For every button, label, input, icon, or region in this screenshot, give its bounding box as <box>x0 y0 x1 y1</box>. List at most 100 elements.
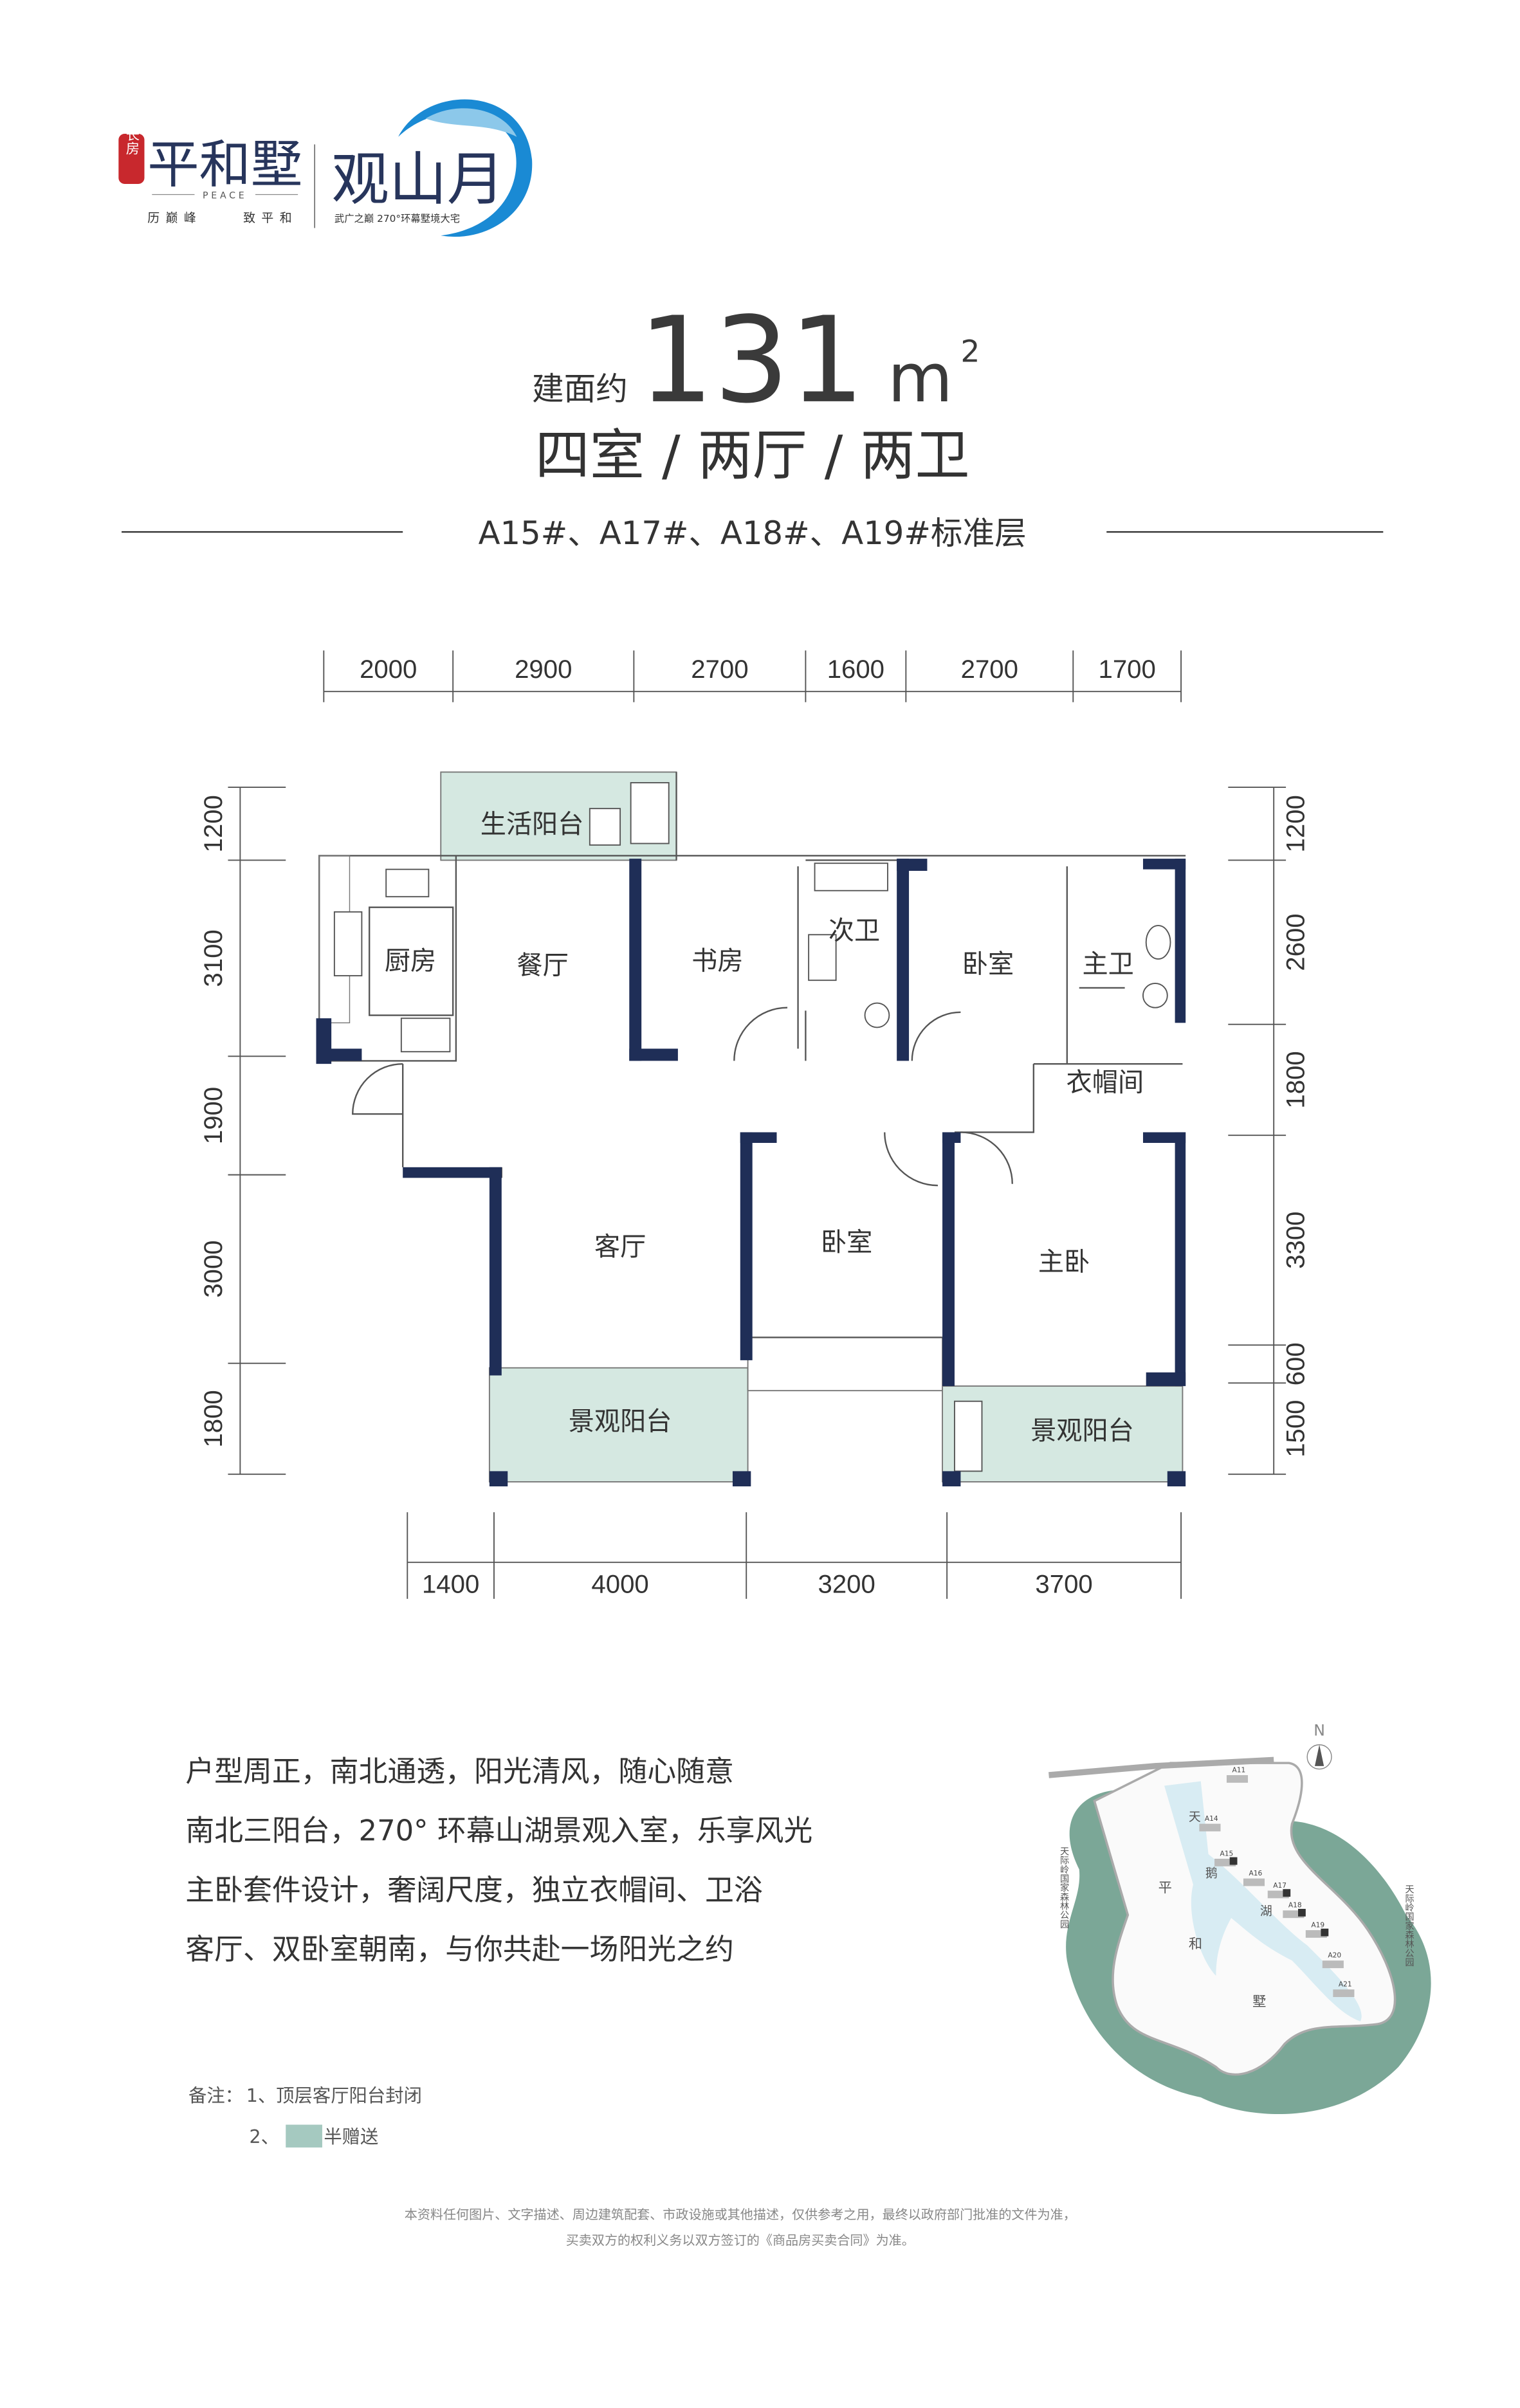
project-tagline: 武广之巅 270°环幕墅境大宅 <box>334 212 460 224</box>
compass-needle-icon <box>1314 1744 1324 1766</box>
map-building-label: A19 <box>1311 1920 1324 1929</box>
dim-label: 3000 <box>199 1240 228 1297</box>
room-label: 卧室 <box>821 1228 872 1257</box>
estate-label: 和 <box>1189 1936 1202 1952</box>
unit-header: 建面约 131 m 2 四室 / 两厅 / 两卫 A15#、A17#、A18#、… <box>122 292 1384 552</box>
slogan-right: 致平和 <box>243 211 298 225</box>
park-label-right: 天际岭国家森林公园 <box>1404 1884 1415 1967</box>
map-building-label: A18 <box>1288 1901 1302 1910</box>
dim-label: 3300 <box>1281 1212 1310 1269</box>
slogan-left: 历巅峰 <box>147 211 202 225</box>
map-building <box>1305 1930 1327 1938</box>
toilet-icon <box>808 934 837 981</box>
map-building <box>1199 1823 1221 1832</box>
basin-icon <box>864 1002 890 1028</box>
area-unit: m <box>888 339 953 417</box>
note-2-prefix: 2、 <box>250 2126 279 2148</box>
note-1: 1、顶层客厅阳台封闭 <box>246 2085 422 2106</box>
dim-label: 1400 <box>422 1569 479 1598</box>
site-map: N 天 鹅 湖 平 和 墅 天际岭国家森林公园 天际岭国家森林公园 A11A14… <box>1048 1722 1431 2115</box>
estate-label: 墅 <box>1252 1994 1266 2010</box>
feature-line: 南北三阳台，270° 环幕山湖景观入室，乐享风光 <box>185 1814 812 1848</box>
washer-icon <box>589 808 621 846</box>
disclaimer-line-1: 本资料任何图片、文字描述、周边建筑配套、市政设施或其他描述，仅供参考之用，最终以… <box>405 2207 1076 2222</box>
swan-lake <box>1164 1781 1362 2021</box>
north-label: N <box>1314 1722 1325 1740</box>
brand-name: 平和墅 <box>147 134 302 195</box>
dim-label: 1700 <box>1098 655 1155 684</box>
map-building-label: A14 <box>1205 1814 1218 1823</box>
map-building-label: A17 <box>1273 1881 1287 1890</box>
room-labels: 生活阳台厨房餐厅书房次卫卧室主卫衣帽间客厅卧室主卧景观阳台景观阳台 <box>385 810 1144 1446</box>
map-building <box>1333 1989 1355 1998</box>
area-value: 131 <box>638 292 865 430</box>
basin-icon <box>1142 982 1168 1008</box>
map-building-label: A15 <box>1220 1849 1234 1857</box>
dim-label: 2700 <box>961 655 1018 684</box>
layout-title: 四室 / 两厅 / 两卫 <box>535 424 970 488</box>
notes-label: 备注： <box>188 2085 243 2106</box>
feature-line: 主卧套件设计，奢阔尺度，独立衣帽间、卫浴 <box>185 1873 763 1907</box>
room-label: 书房 <box>691 947 743 976</box>
map-building-highlight <box>1229 1857 1238 1865</box>
dim-label: 2600 <box>1281 913 1310 971</box>
room-label: 景观阳台 <box>1030 1416 1134 1446</box>
shower-icon <box>814 862 888 891</box>
gift-area-swatch <box>286 2124 322 2148</box>
lake-label: 天 <box>1189 1810 1201 1824</box>
room-label: 主卫 <box>1082 949 1133 979</box>
balcony-cabinet-icon <box>954 1400 983 1472</box>
dim-label: 1200 <box>199 795 228 852</box>
buildings-subtitle: A15#、A17#、A18#、A19#标准层 <box>479 515 1027 552</box>
room-label: 卧室 <box>962 949 1014 979</box>
lake-label: 湖 <box>1260 1904 1272 1918</box>
room-label: 次卫 <box>829 916 880 945</box>
seal-icon <box>118 133 145 184</box>
lake-label: 鹅 <box>1205 1866 1218 1880</box>
road <box>1048 1756 1274 1778</box>
area-unit-sup: 2 <box>960 334 980 369</box>
fridge-icon <box>400 1017 451 1053</box>
bedroom-window-bay <box>747 1336 944 1392</box>
dim-label: 1200 <box>1281 795 1310 852</box>
map-building <box>1267 1890 1289 1899</box>
room-label: 生活阳台 <box>481 810 584 839</box>
map-building <box>1226 1775 1249 1783</box>
dim-label: 2900 <box>515 655 572 684</box>
logo: 长房 平和墅 PEACE 历巅峰 致平和 观山月 武广之巅 270°环幕墅境大宅 <box>118 99 533 237</box>
map-building <box>1243 1878 1265 1886</box>
kitchen-sink-icon <box>385 868 430 898</box>
room-label: 客厅 <box>594 1232 646 1262</box>
map-building-label: A16 <box>1249 1869 1262 1877</box>
walls <box>316 859 1186 1487</box>
dim-label: 3700 <box>1035 1569 1092 1598</box>
room-label: 衣帽间 <box>1067 1068 1144 1098</box>
seal-text: 长房 <box>124 127 140 155</box>
balcony-living <box>488 1367 749 1482</box>
project-name: 观山月 <box>331 147 504 214</box>
dim-label: 3200 <box>818 1569 875 1598</box>
room-label: 厨房 <box>385 947 436 976</box>
utility-sink-icon <box>630 782 670 844</box>
dim-label: 1600 <box>827 655 884 684</box>
room-label: 餐厅 <box>517 951 568 981</box>
dim-label: 1900 <box>199 1087 228 1144</box>
door-swings <box>352 987 1125 1187</box>
notes: 备注： 1、顶层客厅阳台封闭 2、 半赠送 <box>188 2085 422 2148</box>
map-building-highlight <box>1298 1908 1306 1917</box>
toilet-icon <box>1145 925 1171 960</box>
map-building <box>1214 1858 1236 1866</box>
map-building-label: A11 <box>1232 1765 1245 1774</box>
stove-icon <box>333 911 363 977</box>
dim-label: 2000 <box>360 655 417 684</box>
map-building-label: A20 <box>1328 1951 1341 1960</box>
dim-label: 4000 <box>591 1569 648 1598</box>
feature-line: 客厅、双卧室朝南，与你共赴一场阳光之约 <box>185 1932 734 1966</box>
dim-label: 3100 <box>199 929 228 987</box>
estate-label: 平 <box>1158 1880 1172 1896</box>
dim-label: 1800 <box>1281 1051 1310 1108</box>
wave-icon <box>425 108 517 137</box>
